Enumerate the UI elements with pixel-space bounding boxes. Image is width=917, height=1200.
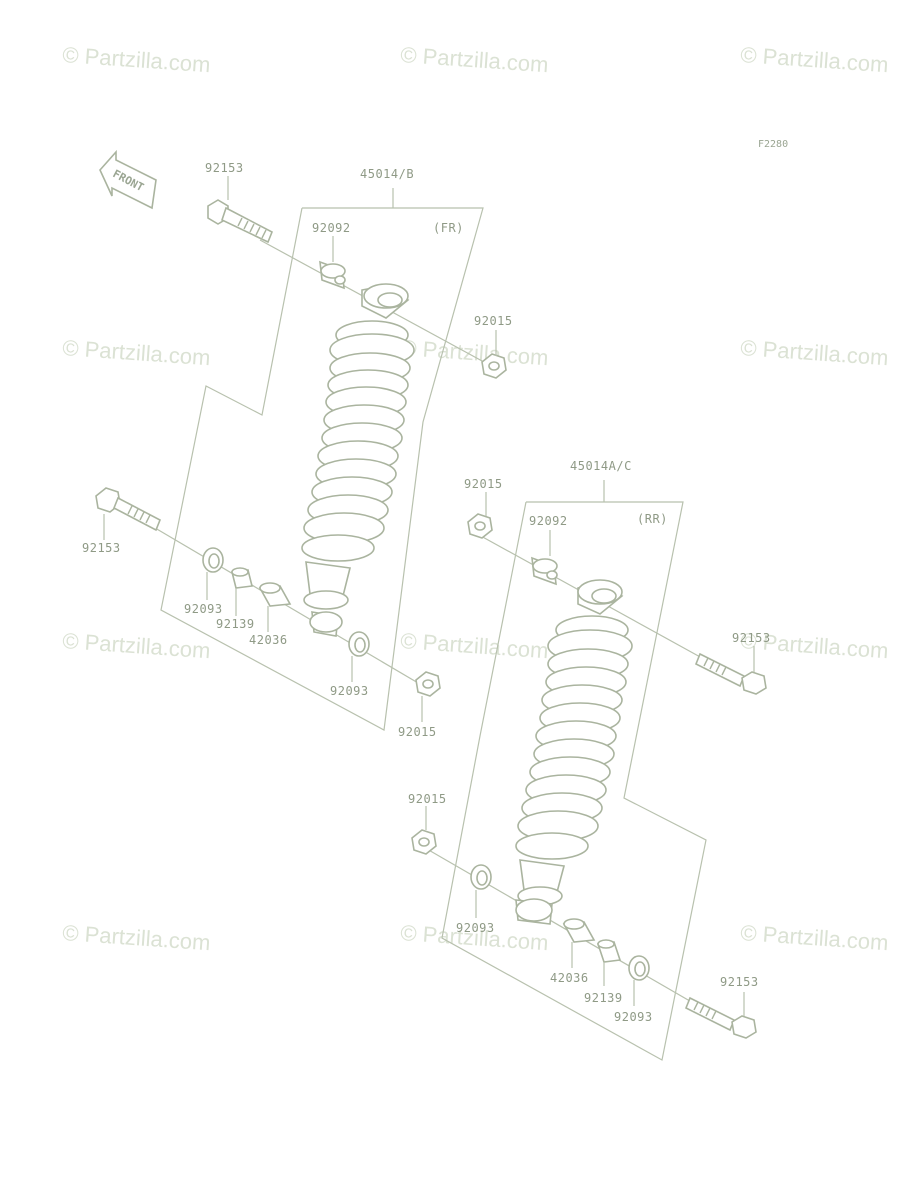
front-right-seal-icon — [348, 631, 370, 657]
front-shock-spring-icon — [301, 320, 415, 637]
callout-front-left-seal: 92093 — [184, 602, 223, 616]
rear-assembly-part-number: 45014A/C — [570, 459, 632, 473]
callout-front-sleeve: 92139 — [216, 617, 255, 631]
front-bottom-nut-icon — [415, 671, 441, 697]
rear-bottom-nut-icon — [411, 829, 437, 855]
front-left-seal-icon — [202, 547, 224, 573]
callout-rear-sleeve: 92139 — [584, 991, 623, 1005]
watermark: © Partzilla.com — [400, 42, 550, 77]
front-arrow-icon: FRONT — [99, 149, 157, 210]
front-shock-assembly: 45014/B (FR) 92153 92092 — [82, 161, 513, 739]
callout-rear-top-nut: 92015 — [464, 477, 503, 491]
rear-shock-spring-icon — [515, 615, 633, 925]
front-sleeve-icon — [231, 567, 253, 589]
rear-top-bolt-icon — [694, 652, 767, 695]
rear-right-seal-icon — [628, 955, 650, 981]
watermark: © Partzilla.com — [62, 335, 212, 370]
watermark: © Partzilla.com — [740, 42, 890, 77]
watermark: © Partzilla.com — [740, 920, 890, 955]
rear-bushing-icon — [531, 556, 558, 586]
callout-rear-bottom-nut: 92015 — [408, 792, 447, 806]
front-bottom-bolt-icon — [95, 487, 162, 532]
rear-assembly-position: (RR) — [637, 512, 668, 526]
watermark: © Partzilla.com — [400, 628, 550, 663]
rear-assembly-bracket — [441, 501, 707, 1061]
watermark: © Partzilla.com — [62, 628, 212, 663]
watermark: © Partzilla.com — [740, 335, 890, 370]
callout-front-bushing: 92092 — [312, 221, 351, 235]
watermark: © Partzilla.com — [62, 42, 212, 77]
watermark: © Partzilla.com — [400, 335, 550, 370]
rear-top-nut-icon — [467, 513, 493, 539]
rear-upper-eye-icon — [577, 579, 624, 615]
callout-front-collar: 42036 — [249, 633, 288, 647]
callout-front-top-bolt: 92153 — [205, 161, 244, 175]
rear-collar-icon — [562, 918, 596, 943]
front-assembly-part-number: 45014/B — [360, 167, 414, 181]
callout-rear-collar: 42036 — [550, 971, 589, 985]
figure-id: F2280 — [758, 139, 788, 150]
front-top-bolt-icon — [207, 199, 274, 244]
front-assembly-position: (FR) — [433, 221, 464, 235]
watermark: © Partzilla.com — [62, 920, 212, 955]
front-assembly-bracket — [160, 207, 484, 731]
rear-left-seal-icon — [470, 864, 492, 890]
callout-rear-bushing: 92092 — [529, 514, 568, 528]
front-top-nut-icon — [481, 353, 507, 379]
callout-front-top-nut: 92015 — [474, 314, 513, 328]
callout-rear-top-bolt: 92153 — [732, 631, 771, 645]
watermark-group: © Partzilla.com © Partzilla.com © Partzi… — [62, 42, 890, 955]
front-bushing-icon — [319, 260, 346, 290]
callout-rear-left-seal: 92093 — [456, 921, 495, 935]
callout-rear-right-seal: 92093 — [614, 1010, 653, 1024]
rear-shock-assembly: 45014A/C (RR) 92015 92092 — [408, 459, 771, 1061]
callout-front-bottom-bolt: 92153 — [82, 541, 121, 555]
callout-rear-bottom-bolt: 92153 — [720, 975, 759, 989]
rear-bottom-bolt-icon — [684, 996, 757, 1039]
rear-sleeve-icon — [596, 939, 622, 963]
callout-front-bottom-nut: 92015 — [398, 725, 437, 739]
front-collar-icon — [258, 582, 292, 607]
callout-front-right-seal: 92093 — [330, 684, 369, 698]
front-upper-eye-icon — [361, 283, 410, 319]
